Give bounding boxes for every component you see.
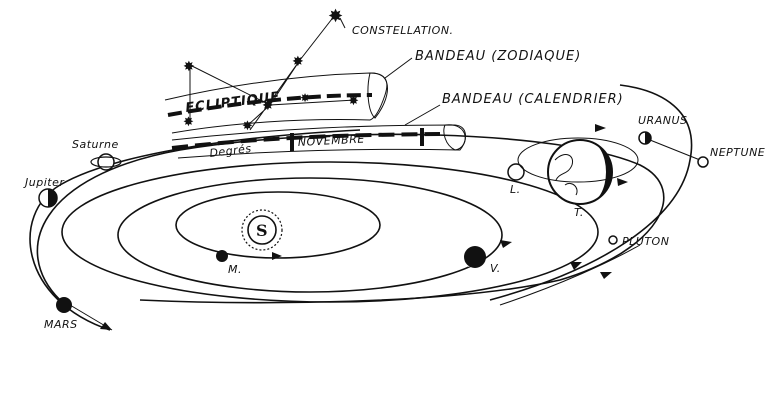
constellation-star-2: ✸ [292, 54, 304, 70]
neptune-label: NEPTUNE [710, 146, 765, 159]
jupiter-orbit [29, 129, 361, 331]
jupiter-label: Jupiter [23, 176, 65, 189]
venus-orbit [117, 177, 503, 293]
uranus-leader [644, 137, 701, 161]
earth-shadow [588, 141, 613, 203]
saturn-planet [97, 153, 115, 171]
mercury-arrowhead [272, 252, 282, 260]
mercury-label: M. [228, 263, 242, 276]
sun-rays [241, 209, 283, 251]
uranus-arrowhead [595, 124, 606, 132]
venus-planet [464, 246, 486, 268]
earth-continents [554, 154, 578, 196]
sun-disc [247, 215, 277, 245]
mercury-planet [216, 250, 228, 262]
earth-label: T. [574, 206, 584, 219]
pluto-orbit [499, 244, 641, 306]
mars-orbit [36, 133, 665, 304]
zodiac-band-label: BANDEAU (ZODIAQUE) [415, 49, 581, 64]
venus-arrowhead [500, 240, 512, 248]
pluto-planet [608, 235, 618, 245]
calendar-leader [404, 104, 441, 126]
leader-lines [339, 17, 701, 161]
month-label: NOVEMBRE [297, 133, 365, 149]
venus-label: V. [490, 262, 501, 275]
mars-planet [56, 297, 72, 313]
constellation-star-6: ✸ [183, 115, 194, 130]
zodiac-leader [384, 57, 413, 79]
constellation-star-4: ✸ [262, 98, 274, 114]
calendar-band [171, 124, 466, 159]
pluto-label: PLUTON [622, 235, 669, 248]
month-marker [290, 133, 294, 151]
uranus-shadow [645, 132, 651, 144]
zodiac-band-ribbon [164, 72, 388, 134]
saturn-label: Saturne [72, 138, 119, 151]
calendar-band-ribbon [171, 124, 466, 159]
planets [38, 131, 709, 313]
calendar-scroll-end [443, 124, 466, 151]
labels: CONSTELLATION. BANDEAU (ZODIAQUE) BANDEA… [23, 24, 765, 331]
constellation-leader [339, 17, 346, 29]
earth-orbit-arrowhead-2 [617, 178, 628, 186]
constellation-star-8: ✸ [300, 91, 310, 105]
zodiac-scroll-end [367, 72, 388, 119]
degrees-label: Degrés [209, 142, 253, 160]
saturn-ring [90, 156, 122, 168]
orbits [29, 84, 693, 331]
month-marker-end [420, 128, 424, 146]
pluto-arrowhead [570, 262, 582, 270]
calendar-band-stripe [171, 132, 441, 150]
constellation: ✸ ✸ ✸ ✸ ✸ ✸ ✸ ✸ [183, 6, 359, 134]
jupiter-shadow [48, 189, 57, 207]
moon-planet [507, 163, 525, 181]
constellation-star-3: ✸ [183, 59, 195, 75]
sun-label: S [256, 221, 268, 240]
outer-orbit [489, 84, 693, 301]
mars-label: MARS [44, 318, 78, 331]
constellation-star-7: ✸ [242, 119, 253, 134]
constellation-lines [189, 14, 356, 131]
calendar-band-label: BANDEAU (CALENDRIER) [442, 92, 624, 107]
sun: S [241, 209, 283, 251]
moon-label: L. [510, 183, 521, 196]
earth-moon-orbit [517, 137, 639, 183]
earth-arrowhead [600, 272, 612, 279]
constellation-label: CONSTELLATION. [352, 24, 454, 37]
uranus-label: URANUS [638, 114, 687, 127]
neptune-planet [697, 156, 709, 168]
orbit-arrows [69, 124, 628, 331]
mercury-orbit [175, 191, 381, 259]
constellation-star-1: ✸ [328, 6, 343, 27]
mars-arrowhead [100, 322, 112, 330]
constellation-star-5: ✸ [348, 94, 359, 109]
venus-lit-side [463, 247, 470, 267]
